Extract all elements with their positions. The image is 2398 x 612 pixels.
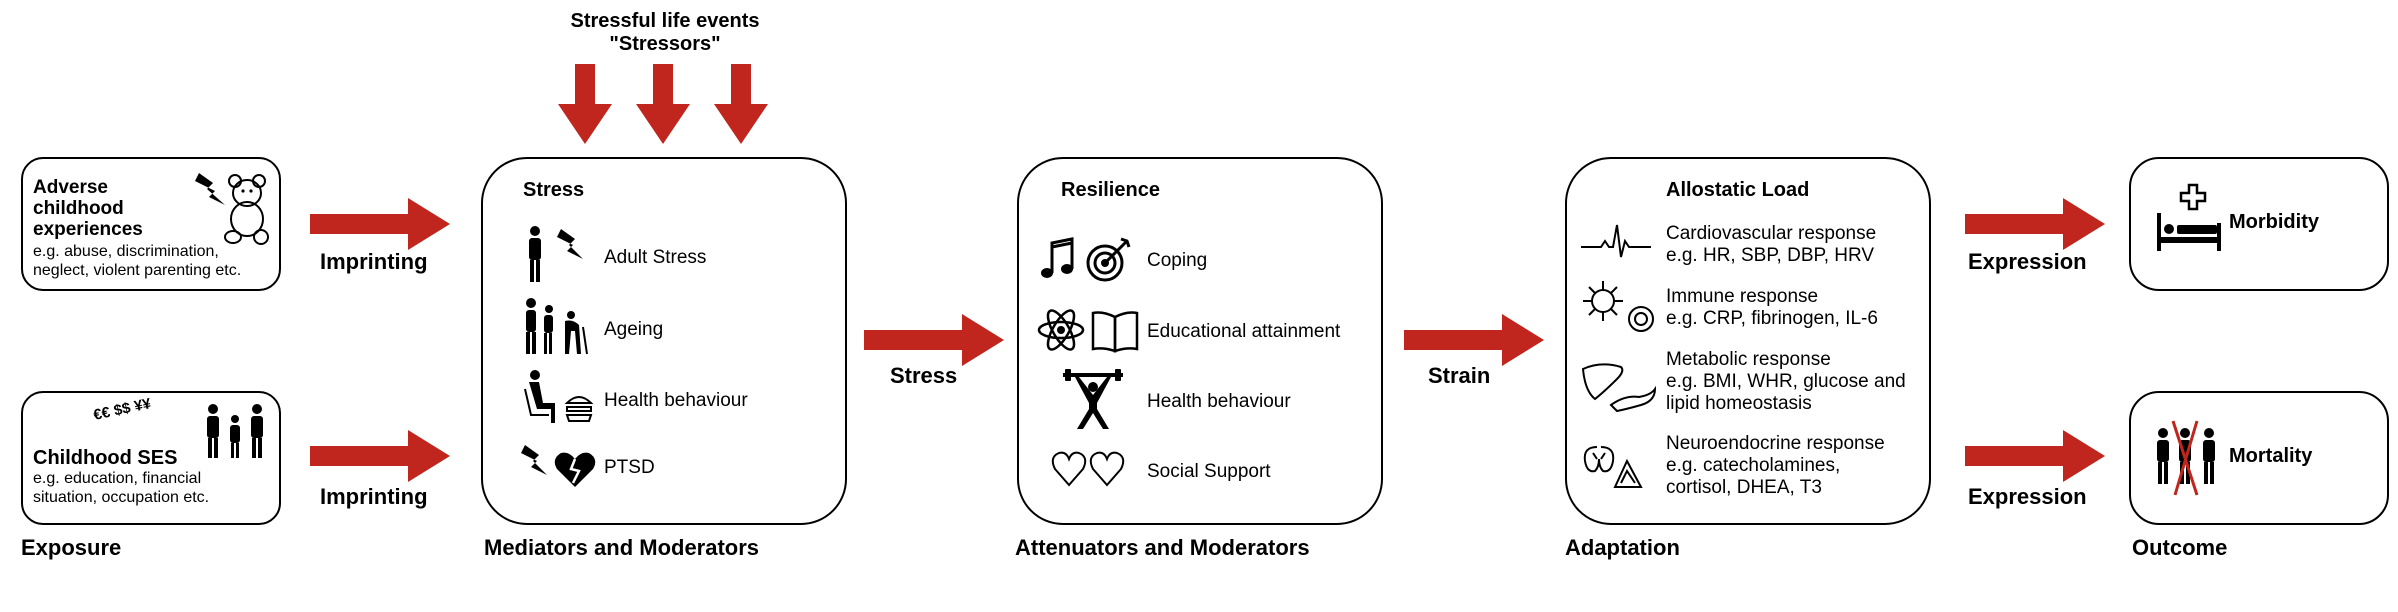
hearts-icon [1051, 451, 1125, 487]
ses-desc-line1: e.g. education, financial [33, 470, 202, 487]
exposure-label: Exposure [21, 535, 122, 560]
health-behaviour-icon [524, 370, 594, 423]
liver-pancreas-icon [1581, 363, 1657, 413]
stressors-line2: "Stressors" [609, 33, 721, 55]
expression-arrow-2 [1965, 430, 2105, 482]
lightning-icon [195, 173, 225, 205]
stressor-arrow-1 [558, 64, 612, 144]
imprinting-arrow-1 [310, 198, 450, 250]
weightlifter-icon [1063, 369, 1123, 429]
ace-box: Adverse childhood experiences e.g. abuse… [21, 157, 281, 291]
currency-symbols: €€ $$ ¥¥ [91, 395, 153, 424]
hospital-bed-icon [2157, 183, 2221, 251]
mortality-figures-icon [2157, 420, 2215, 496]
ace-title-line2: childhood [33, 198, 124, 219]
family-icon [207, 404, 263, 458]
stress-arrow-label: Stress [890, 363, 958, 388]
stressor-arrow-2 [636, 64, 690, 144]
metabolic-detail-1: e.g. BMI, WHR, glucose and [1666, 371, 1906, 392]
adaptation-title: Allostatic Load [1666, 179, 1810, 201]
attenuator-item-2: Educational attainment [1147, 321, 1341, 342]
neuroendocrine-detail-2: cortisol, DHEA, T3 [1666, 477, 1822, 498]
adaptation-item-3: Metabolic response e.g. BMI, WHR, glucos… [1666, 349, 1906, 415]
ptsd-icon [521, 445, 596, 487]
outcome-label: Outcome [2132, 535, 2228, 560]
adaptation-item-2: Immune response e.g. CRP, fibrinogen, IL… [1666, 286, 1878, 330]
ses-title: Childhood SES [33, 447, 178, 469]
educational-attainment-icon [1037, 309, 1139, 353]
attenuators-label: Attenuators and Moderators [1015, 535, 1310, 560]
ses-box: €€ $$ ¥¥ Childhood SES e.g. education, f… [21, 391, 281, 525]
heartbeat-icon [1581, 224, 1651, 258]
mediator-item-2: Ageing [604, 319, 664, 340]
stressors-line1: Stressful life events [570, 10, 760, 32]
teddy-bear-icon [195, 173, 269, 245]
endocrine-glands-icon [1583, 446, 1643, 488]
cardio-detail: e.g. HR, SBP, DBP, HRV [1666, 245, 1875, 266]
mediators-title: Stress [523, 179, 585, 201]
strain-arrow-label: Strain [1428, 363, 1491, 388]
attenuators-title: Resilience [1061, 179, 1160, 201]
immune-name: Immune response [1666, 286, 1819, 307]
mediators-box: Stress Adult Stress Ageing Health behavi… [481, 157, 847, 525]
adaptation-item-4: Neuroendocrine response e.g. catecholami… [1666, 433, 1885, 499]
mediator-item-4: PTSD [604, 457, 655, 478]
ace-desc: e.g. abuse, discrimination, neglect, vio… [33, 242, 241, 280]
adaptation-item-1: Cardiovascular response e.g. HR, SBP, DB… [1666, 223, 1876, 267]
metabolic-detail-2: lipid homeostasis [1666, 393, 1812, 414]
coping-icon [1041, 237, 1131, 282]
attenuator-item-4: Social Support [1147, 461, 1271, 482]
ace-desc-line1: e.g. abuse, discrimination, [33, 243, 219, 260]
ace-desc-line2: neglect, violent parenting etc. [33, 262, 242, 279]
attenuators-box: Resilience Coping Educational attainment… [1017, 157, 1383, 525]
cardio-name: Cardiovascular response [1666, 223, 1877, 244]
neuroendocrine-name: Neuroendocrine response [1666, 433, 1885, 454]
attenuator-item-3: Health behaviour [1147, 391, 1291, 412]
attenuator-item-1: Coping [1147, 250, 1208, 271]
adaptation-label: Adaptation [1565, 535, 1680, 560]
expression-arrow-1 [1965, 198, 2105, 250]
ses-desc: e.g. education, financial situation, occ… [33, 469, 209, 507]
imprinting-label-1: Imprinting [320, 249, 428, 274]
ace-title-line3: experiences [33, 219, 143, 240]
strain-arrow [1404, 314, 1544, 366]
mortality-text: Mortality [2229, 445, 2313, 467]
mortality-box: Mortality [2129, 391, 2389, 525]
stressor-arrow-3 [714, 64, 768, 144]
mediators-label: Mediators and Moderators [484, 535, 760, 560]
adult-stress-icon [529, 226, 583, 282]
expression-label-2: Expression [1968, 484, 2087, 509]
imprinting-arrow-2 [310, 430, 450, 482]
metabolic-name: Metabolic response [1666, 349, 1831, 370]
stress-arrow [864, 314, 1004, 366]
stressors-title: Stressful life events "Stressors" [540, 10, 790, 56]
ses-desc-line2: situation, occupation etc. [33, 489, 210, 506]
morbidity-text: Morbidity [2229, 211, 2319, 233]
adaptation-box: Allostatic Load Cardiovascular response … [1565, 157, 1931, 525]
immune-detail: e.g. CRP, fibrinogen, IL-6 [1666, 308, 1878, 329]
neuroendocrine-detail-1: e.g. catecholamines, [1666, 455, 1841, 476]
imprinting-label-2: Imprinting [320, 484, 428, 509]
expression-label-1: Expression [1968, 249, 2087, 274]
mediator-item-3: Health behaviour [604, 390, 748, 411]
ace-title-line1: Adverse [33, 177, 108, 198]
immune-cell-icon [1583, 281, 1654, 332]
morbidity-box: Morbidity [2129, 157, 2389, 291]
ageing-icon [526, 298, 588, 355]
ace-title: Adverse childhood experiences [33, 177, 143, 240]
mediator-item-1: Adult Stress [604, 247, 707, 268]
